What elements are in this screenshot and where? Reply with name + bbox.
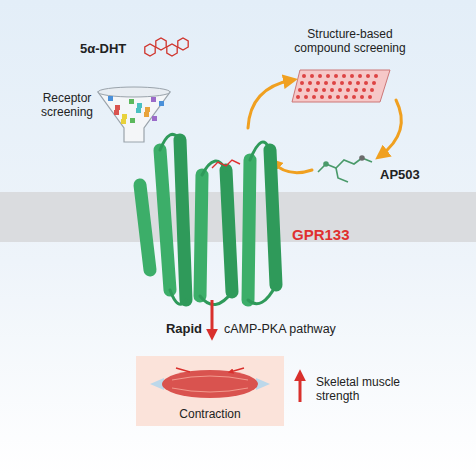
strength-arrow — [299, 374, 302, 402]
muscle-illustration — [150, 368, 270, 398]
label-text: Receptor screening — [36, 92, 98, 120]
muscle-box: Contraction — [136, 356, 284, 426]
node-text: Contraction — [179, 407, 240, 421]
muscle-panel — [136, 356, 284, 426]
steroid-molecule — [145, 38, 188, 56]
gpr133-receptor — [140, 134, 276, 304]
screening-funnel — [98, 87, 170, 142]
membrane-band — [0, 192, 476, 242]
label-text: GPR133 — [292, 226, 372, 243]
compound-plate — [292, 70, 390, 102]
label-text: cAMP-PKA pathway — [224, 322, 354, 336]
label-text: Structure-based compound screening — [288, 28, 412, 56]
label-text: Skeletal muscle strength — [316, 376, 412, 404]
label-text: Rapid — [150, 322, 202, 337]
compound-squares — [108, 96, 164, 124]
label-text: AP503 — [380, 168, 440, 183]
label-text: 5α-DHT — [80, 42, 142, 57]
signal-arrow — [211, 300, 214, 336]
ligand — [212, 160, 240, 168]
plate-wells — [296, 74, 378, 99]
ap503-molecule — [318, 156, 372, 182]
